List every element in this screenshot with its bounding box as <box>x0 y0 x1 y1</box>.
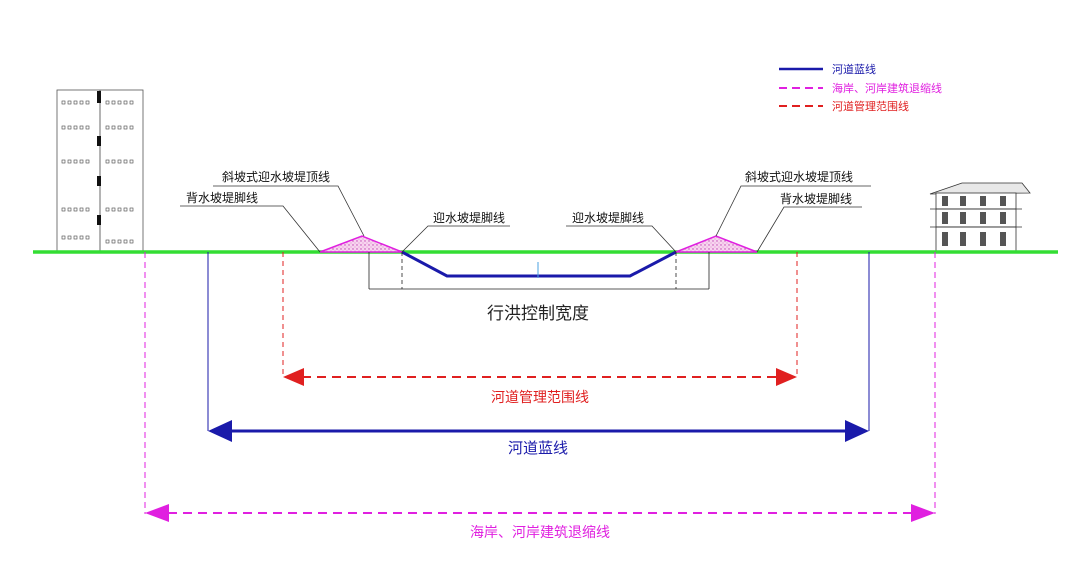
leader-left-water-toe <box>401 225 510 253</box>
flood-width-bracket <box>368 252 710 290</box>
left-crest-label: 斜坡式迎水坡堤顶线 <box>222 170 330 184</box>
left-back-toe-label: 背水坡堤脚线 <box>186 190 258 205</box>
leader-right-water-toe <box>566 225 677 253</box>
magenta-dimension <box>144 252 936 522</box>
leader-right-crest <box>715 185 871 237</box>
blue-dimension-label: 河道蓝线 <box>508 439 568 457</box>
right-villa <box>929 182 1031 253</box>
legend-red-label: 河道管理范围线 <box>832 99 909 113</box>
legend-blue-label: 河道蓝线 <box>832 62 876 76</box>
leader-left-crest <box>213 185 365 237</box>
legend-magenta-label: 海岸、河岸建筑退缩线 <box>832 81 942 95</box>
leader-left-back-toe <box>180 205 321 253</box>
right-back-toe-label: 背水坡堤脚线 <box>780 191 852 206</box>
blue-dimension <box>207 252 870 442</box>
red-dimension <box>282 252 798 386</box>
river-channel <box>401 250 677 278</box>
legend: 河道蓝线 海岸、河岸建筑退缩线 河道管理范围线 <box>779 62 942 113</box>
right-dike <box>675 235 758 253</box>
right-crest-label: 斜坡式迎水坡堤顶线 <box>745 170 853 184</box>
magenta-dimension-label: 海岸、河岸建筑退缩线 <box>470 525 610 541</box>
left-dike <box>319 235 403 253</box>
right-water-toe-label: 迎水坡堤脚线 <box>572 210 644 225</box>
left-water-toe-label: 迎水坡堤脚线 <box>433 210 505 225</box>
red-dimension-label: 河道管理范围线 <box>491 389 589 406</box>
leader-right-back-toe <box>756 206 862 253</box>
left-building <box>56 89 144 253</box>
flood-width-label: 行洪控制宽度 <box>487 304 589 324</box>
